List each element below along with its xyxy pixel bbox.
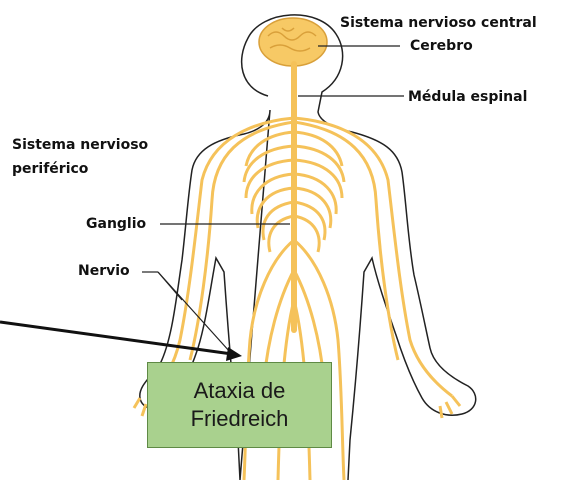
callout-arrow — [0, 322, 242, 361]
label-spinal-cord: Médula espinal — [408, 88, 527, 106]
brain-shape — [259, 18, 327, 66]
label-nerve: Nervio — [78, 262, 130, 280]
disease-callout-line1: Ataxia de — [194, 377, 286, 405]
label-cns-title: Sistema nervioso central — [340, 14, 537, 32]
label-ganglion: Ganglio — [86, 215, 146, 233]
label-pns-line1: Sistema nervioso — [12, 136, 148, 154]
leader-lines — [142, 46, 404, 352]
disease-callout-box: Ataxia de Friedreich — [147, 362, 332, 448]
label-brain: Cerebro — [410, 37, 473, 55]
label-pns-line2: periférico — [12, 160, 88, 178]
disease-callout-line2: Friedreich — [191, 405, 289, 433]
